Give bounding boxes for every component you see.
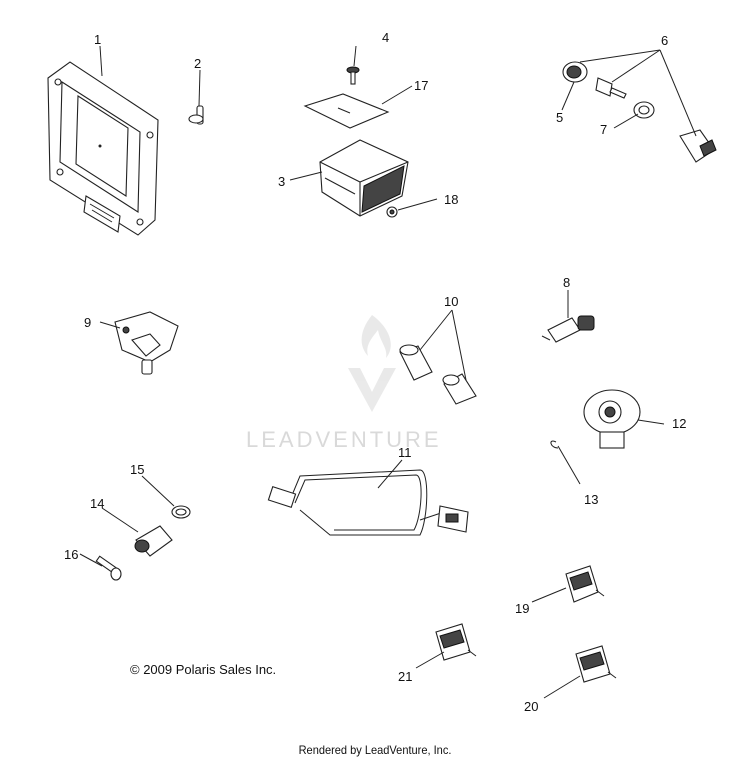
- callout-17: 17: [414, 78, 428, 93]
- toggle-switch-part[interactable]: [435, 623, 477, 661]
- callout-14: 14: [90, 496, 104, 511]
- callout-8: 8: [563, 275, 570, 290]
- pressure-sensor-part[interactable]: [541, 315, 595, 343]
- screw-part[interactable]: [346, 66, 360, 85]
- nut-part[interactable]: [386, 206, 398, 218]
- map-sensor-part[interactable]: [114, 311, 179, 375]
- callout-20: 20: [524, 699, 538, 714]
- callout-15: 15: [130, 462, 144, 477]
- leader-lines: [79, 45, 697, 699]
- callout-9: 9: [84, 315, 91, 330]
- watermark-logo: [348, 315, 396, 412]
- callout-6: 6: [661, 33, 668, 48]
- rocker-switch-part[interactable]: [565, 565, 605, 603]
- callout-1: 1: [94, 32, 101, 47]
- callout-5: 5: [556, 110, 563, 125]
- callout-7: 7: [600, 122, 607, 137]
- wire-harness-part[interactable]: [267, 469, 469, 536]
- temperature-sensor-part[interactable]: [679, 129, 717, 163]
- o-ring-part[interactable]: [171, 505, 191, 519]
- callout-4: 4: [382, 30, 389, 45]
- sensor-terminal-part[interactable]: [595, 77, 627, 99]
- callout-16: 16: [64, 547, 78, 562]
- callout-10: 10: [444, 294, 458, 309]
- footer-credit: Rendered by LeadVenture, Inc.: [298, 743, 452, 757]
- push-switch-part[interactable]: [575, 645, 617, 683]
- washer-part[interactable]: [633, 101, 655, 119]
- plug-part[interactable]: [562, 61, 588, 83]
- connector-cap-part[interactable]: [442, 373, 477, 405]
- callout-19: 19: [515, 601, 529, 616]
- mounting-bolt-part[interactable]: [95, 555, 122, 581]
- speed-sensor-part[interactable]: [134, 525, 173, 557]
- callout-18: 18: [444, 192, 458, 207]
- copyright-notice: © 2009 Polaris Sales Inc.: [130, 662, 277, 677]
- knock-sensor-part[interactable]: [583, 389, 641, 449]
- cover-plate-part[interactable]: [303, 93, 390, 129]
- callout-2: 2: [194, 56, 201, 71]
- callout-21: 21: [398, 669, 412, 684]
- callout-3: 3: [278, 174, 285, 189]
- bolt-part[interactable]: [188, 105, 204, 125]
- callout-12: 12: [672, 416, 686, 431]
- ecu-module-part[interactable]: [47, 61, 159, 236]
- relay-module-part[interactable]: [319, 139, 409, 217]
- callout-13: 13: [584, 492, 598, 507]
- callout-11: 11: [398, 445, 412, 460]
- retaining-clip-part[interactable]: [550, 440, 559, 449]
- connector-seal-part[interactable]: [399, 344, 433, 381]
- callout-labels: 1 2 3 4 5 6 7 8 9 10 11 12 13 14 15 16 1…: [64, 30, 686, 714]
- watermark-text: LEADVENTURE: [246, 427, 442, 452]
